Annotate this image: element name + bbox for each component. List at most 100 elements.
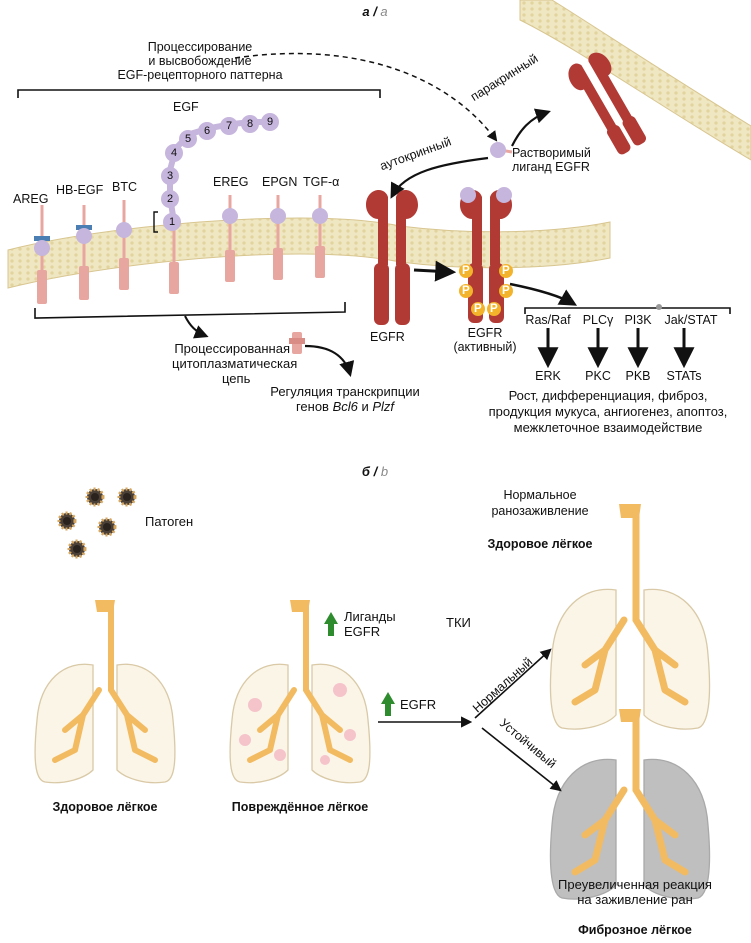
egfr-up-arrow: [381, 692, 395, 716]
arrow-to-processed-chain: [184, 315, 209, 339]
label-egfr: EGFR: [370, 330, 405, 344]
dashed-release-arrow: [234, 52, 498, 142]
phospho-label: P: [474, 303, 482, 315]
pathogen-particle: [67, 539, 87, 559]
ligand-tgf-alpha: [312, 195, 328, 278]
egfr-active-line-1: EGFR: [467, 326, 503, 340]
pathogen-particle: [85, 487, 105, 507]
activation-arrow: [413, 260, 457, 282]
paracrine-arrow: [511, 108, 551, 147]
effector-pkc: PKC: [585, 369, 611, 383]
effector-erk: ERK: [535, 369, 561, 383]
egf-domain: 7: [220, 117, 238, 135]
ligands-up-line-1: Лиганды: [344, 609, 396, 624]
processed-chain-label: Процессированная цитоплазматическая цепь: [172, 341, 298, 386]
label-btc: BTC: [112, 180, 137, 194]
exaggerated-line-1: Преувеличенная реакция: [558, 877, 712, 892]
signaling-arrow: [509, 282, 578, 306]
pathway-jak-stat: Jak/STAT: [664, 313, 718, 327]
label-egf: EGF: [173, 100, 199, 114]
processed-chain-line-2: цитоплазматическая: [172, 356, 298, 371]
arrow-normal-path: [474, 648, 552, 719]
phospho-label: P: [502, 285, 510, 297]
signaling-outcomes: Рост, дифференциация, фиброз, продукция …: [470, 388, 746, 436]
fibrotic-lung-illustration: [549, 709, 711, 900]
pathogen-cluster: [57, 487, 137, 559]
effector-stats: STATs: [666, 369, 702, 383]
pathogen-particle: [117, 487, 137, 507]
egf-domain: 4: [165, 144, 183, 162]
panel-a-letter-en: a: [380, 4, 388, 19]
phospho-label: P: [502, 265, 510, 277]
label-egfr-up: EGFR: [400, 697, 437, 712]
label-epgn: EPGN: [262, 175, 298, 189]
processing-title-line-1: Процессирование: [147, 40, 253, 54]
processing-title-line-3: EGF-рецепторного паттерна: [117, 68, 283, 82]
ligand-btc: [116, 200, 132, 290]
ligand-hb-egf: [76, 205, 92, 300]
soluble-ligand: [490, 142, 513, 158]
label-ligands-up: Лиганды EGFR: [344, 609, 396, 639]
pathogen-particle: [97, 517, 117, 537]
label-damaged-lung: Повреждённое лёгкое: [231, 800, 369, 814]
outcome-line-1: Рост, дифференциация, фиброз,: [508, 388, 708, 403]
processing-title-line-2: и высвобождение: [148, 54, 252, 68]
label-normal-healing: Нормальное ранозаживление: [465, 487, 615, 519]
processed-chain-line-1: Процессированная: [174, 341, 290, 356]
pathway-plc-gamma: PLCγ: [582, 313, 614, 327]
soluble-ligand-line-2: лиганд EGFR: [512, 160, 590, 174]
pathway-separator-dot: [656, 304, 662, 310]
ligand-ereg: [222, 195, 238, 282]
autocrine-arrow: [390, 156, 489, 199]
pathway-ras-raf: Ras/Raf: [525, 313, 571, 327]
healed-lung-illustration: [549, 504, 711, 730]
egf-domain: 3: [161, 167, 179, 185]
phospho-label: P: [462, 265, 470, 277]
egf-domain: 6: [198, 122, 216, 140]
exaggerated-line-2: на заживление ран: [577, 892, 693, 907]
label-areg: AREG: [13, 192, 49, 206]
label-tki: ТКИ: [446, 615, 471, 630]
transcription-label: Регуляция транскрипции генов Bcl6 и Plzf: [245, 384, 445, 414]
pathway-bracket: [524, 307, 731, 314]
transcription-line-2: генов Bcl6 и Plzf: [245, 399, 445, 414]
panel-a-letter: a: [362, 4, 370, 19]
gene-bcl6: Bcl6: [332, 399, 358, 414]
processing-brace-top: [17, 89, 381, 98]
egfr-active-line-2: (активный): [453, 340, 517, 354]
label-egfr-active: EGFR (активный): [440, 326, 530, 354]
effector-pkb: PKB: [625, 369, 651, 383]
arrow-persistent-path: [481, 727, 562, 792]
outcome-line-2: продукция мукуса, ангиогенез, апоптоз,: [488, 404, 728, 419]
outcome-line-3: межклеточное взаимодействие: [513, 420, 703, 435]
label-hb-egf: HB-EGF: [56, 183, 104, 197]
egf-domain: 1: [163, 213, 181, 231]
egfr-active-receptor: [459, 187, 513, 323]
panel-b-letter: б: [361, 464, 370, 479]
cell-membrane-right: [399, 221, 611, 269]
membrane-brace-bottom: [34, 302, 346, 319]
panel-b-label: б / b: [361, 464, 389, 479]
pathway-pi3k: PI3K: [624, 313, 652, 327]
pathogen-particle: [57, 511, 77, 531]
normal-healing-line-1: Нормальное: [503, 488, 577, 502]
phospho-label: P: [490, 303, 498, 315]
damaged-lung-illustration: [229, 600, 371, 784]
transcription-line-1: Регуляция транскрипции: [270, 384, 420, 399]
panel-b-letter-en: b: [380, 464, 389, 479]
processed-chain-line-3: цепь: [222, 371, 251, 386]
normal-healing-line-2: ранозаживление: [491, 504, 589, 518]
processed-chain-fragment: [289, 332, 305, 354]
egf-domain: 5: [179, 130, 197, 148]
ligands-up-line-2: EGFR: [344, 624, 381, 639]
egf-domain: 8: [241, 115, 259, 133]
egf-domain: 9: [261, 113, 279, 131]
label-pathogen: Патоген: [145, 514, 194, 529]
ligand-areg: [34, 205, 50, 304]
ligands-up-arrow: [324, 612, 338, 636]
neighbor-cell-membrane: [519, 0, 751, 161]
soluble-ligand-label: Растворимый лиганд EGFR: [512, 146, 591, 174]
label-ereg: EREG: [213, 175, 249, 189]
